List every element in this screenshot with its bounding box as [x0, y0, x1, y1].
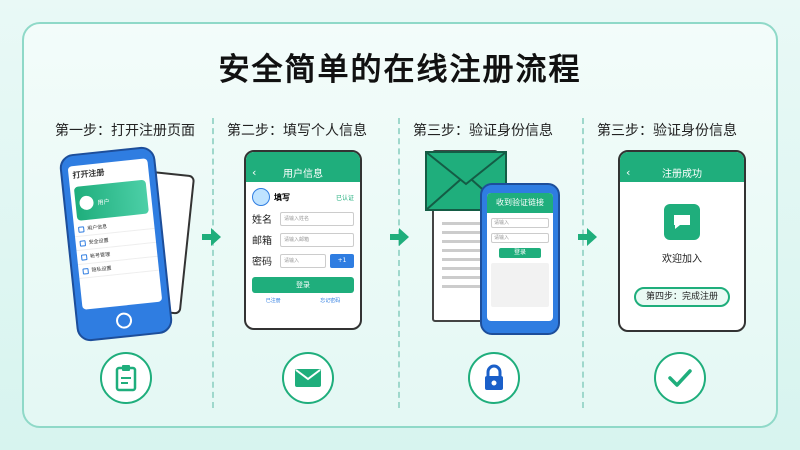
- profile-name: 填写: [274, 192, 290, 202]
- welcome-text: 欢迎加入: [662, 254, 702, 265]
- email-input[interactable]: 请输入邮箱: [280, 232, 354, 247]
- forgot-password-link[interactable]: 忘记密码: [320, 298, 341, 304]
- field-label: 密码: [252, 257, 272, 268]
- menu-icon: [80, 253, 88, 261]
- avatar: [78, 195, 95, 211]
- verify-login-button[interactable]: 登录: [499, 248, 541, 258]
- nav-title: 注册成功: [662, 168, 702, 180]
- step-3-label: 第三步：验证身份信息: [413, 123, 553, 139]
- step-4-label: 第三步：验证身份信息: [597, 123, 737, 139]
- back-icon: ‹: [252, 165, 257, 179]
- page-title: 安全简单的在线注册流程: [218, 52, 582, 88]
- content-area: [491, 263, 549, 307]
- field-label: 邮箱: [252, 236, 272, 247]
- phone-step-3: 收到验证链接 请输入 请输入 登录: [480, 183, 560, 335]
- verify-input[interactable]: 请输入: [491, 218, 549, 228]
- field-label: 姓名: [252, 215, 272, 226]
- step-1-label: 第一步：打开注册页面: [55, 123, 195, 139]
- complete-pill: 第四步：完成注册: [634, 287, 730, 307]
- envelope-icon: [425, 151, 507, 211]
- menu-icon: [82, 267, 89, 275]
- status-bar: [620, 152, 744, 162]
- menu-icon: [79, 239, 87, 247]
- menu-row-label: 用户信息: [86, 223, 108, 232]
- registered-link[interactable]: 已注册: [265, 298, 281, 304]
- profile-tag: 已认证: [335, 194, 354, 202]
- back-icon: ‹: [626, 165, 631, 179]
- profile-row: 填写 已认证: [246, 182, 360, 208]
- step-2-label: 第二步：填写个人信息: [227, 123, 367, 139]
- chat-icon: [664, 204, 700, 240]
- phone-screen: 收到验证链接 请输入 请输入 登录: [487, 193, 553, 321]
- phone-screen: 打开注册 用户 用户信息 安全设置 帐号管理 隐私设置: [67, 158, 163, 310]
- divider-1: [212, 118, 214, 408]
- mail-icon: [282, 352, 334, 404]
- verify-header: 收到验证链接: [487, 193, 553, 213]
- phone-step-2: ‹ 用户信息 填写 已认证 姓名 请输入姓名 邮箱 请输入邮箱 密码 请输入 +…: [244, 150, 362, 330]
- nav-bar: ‹ 注册成功: [620, 162, 744, 182]
- nav-title: 用户信息: [283, 168, 323, 180]
- menu-row-label: 隐私设置: [91, 265, 112, 274]
- verify-input[interactable]: 请输入: [491, 233, 549, 243]
- password-field-row: 密码 请输入 +1: [246, 250, 360, 271]
- email-field-row: 邮箱 请输入邮箱: [246, 229, 360, 250]
- password-input[interactable]: 请输入: [280, 253, 326, 268]
- status-bar: [246, 152, 360, 162]
- arrow-right-icon: [202, 228, 221, 246]
- send-code-button[interactable]: +1: [330, 253, 354, 268]
- link-row: 已注册 忘记密码: [246, 297, 360, 304]
- clipboard-icon: [100, 352, 152, 404]
- phone-step-1: 打开注册 用户 用户信息 安全设置 帐号管理 隐私设置: [58, 145, 174, 343]
- nav-bar: ‹ 用户信息: [246, 162, 360, 182]
- menu-row-label: 帐号管理: [89, 251, 111, 260]
- name-input[interactable]: 请输入姓名: [280, 211, 354, 226]
- user-card: 用户: [73, 179, 149, 221]
- menu-icon: [77, 225, 85, 233]
- menu-row-label: 安全设置: [88, 237, 109, 246]
- arrow-right-icon: [578, 228, 597, 246]
- avatar: [252, 188, 270, 206]
- login-button[interactable]: 登录: [252, 277, 354, 293]
- lock-icon: [468, 352, 520, 404]
- arrow-right-icon: [390, 228, 409, 246]
- check-icon: [654, 352, 706, 404]
- divider-2: [398, 118, 400, 408]
- phone-step-4: ‹ 注册成功 欢迎加入 第四步：完成注册: [618, 150, 746, 332]
- home-button: [115, 311, 133, 330]
- user-card-name: 用户: [97, 197, 110, 207]
- name-field-row: 姓名 请输入姓名: [246, 208, 360, 229]
- divider-3: [582, 118, 584, 408]
